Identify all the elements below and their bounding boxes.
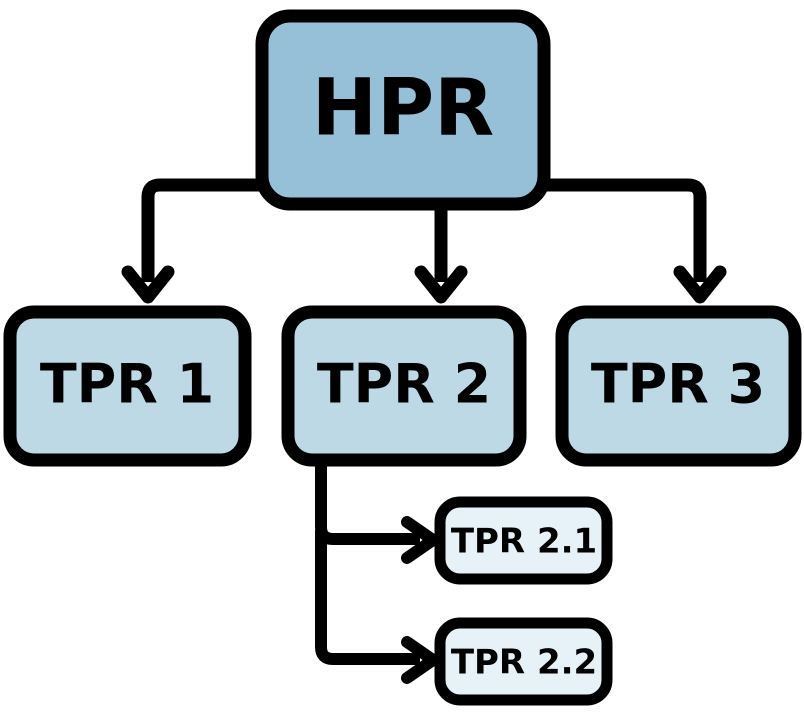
edge-tpr2-tpr21-arrowhead <box>401 516 439 564</box>
node-tpr21-box[interactable] <box>434 496 613 585</box>
node-tpr2-box[interactable] <box>281 305 527 467</box>
edge-hpr-tpr1-arrowhead <box>121 265 175 304</box>
node-tpr3[interactable]: TPR 3 <box>555 305 802 467</box>
node-tpr22[interactable]: TPR 2.2 <box>434 617 613 706</box>
edge-tpr2-tpr22-line <box>315 530 420 665</box>
node-tpr1-box[interactable] <box>3 305 252 467</box>
node-tpr1[interactable]: TPR 1 <box>3 305 252 467</box>
edge-hpr-tpr3-line <box>544 178 707 282</box>
node-tpr2[interactable]: TPR 2 <box>281 305 527 467</box>
edge-tpr2-to-tpr22 <box>315 530 439 684</box>
node-hpr[interactable]: HPR <box>255 9 551 211</box>
edge-hpr-tpr1-line <box>141 178 262 282</box>
edge-tpr2-tpr22-arrowhead <box>401 636 439 684</box>
edge-hpr-to-tpr2 <box>414 204 468 304</box>
node-tpr3-label: TPR 3 <box>591 353 765 416</box>
node-tpr22-label: TPR 2.2 <box>451 643 597 683</box>
node-tpr22-box[interactable] <box>434 617 613 706</box>
edge-hpr-tpr2-arrowhead <box>414 265 468 304</box>
edge-tpr2-to-tpr21 <box>315 460 439 564</box>
edge-hpr-tpr3-arrowhead <box>673 265 727 304</box>
node-hpr-box[interactable] <box>255 9 551 211</box>
node-tpr21[interactable]: TPR 2.1 <box>434 496 613 585</box>
edge-hpr-to-tpr3 <box>544 178 727 304</box>
node-tpr3-box[interactable] <box>555 305 802 467</box>
node-tpr1-label: TPR 1 <box>40 353 214 416</box>
node-tpr2-label: TPR 2 <box>317 353 491 416</box>
node-hpr-label: HPR <box>312 63 495 153</box>
node-tpr21-label: TPR 2.1 <box>451 522 597 562</box>
edge-hpr-to-tpr1 <box>121 178 262 304</box>
